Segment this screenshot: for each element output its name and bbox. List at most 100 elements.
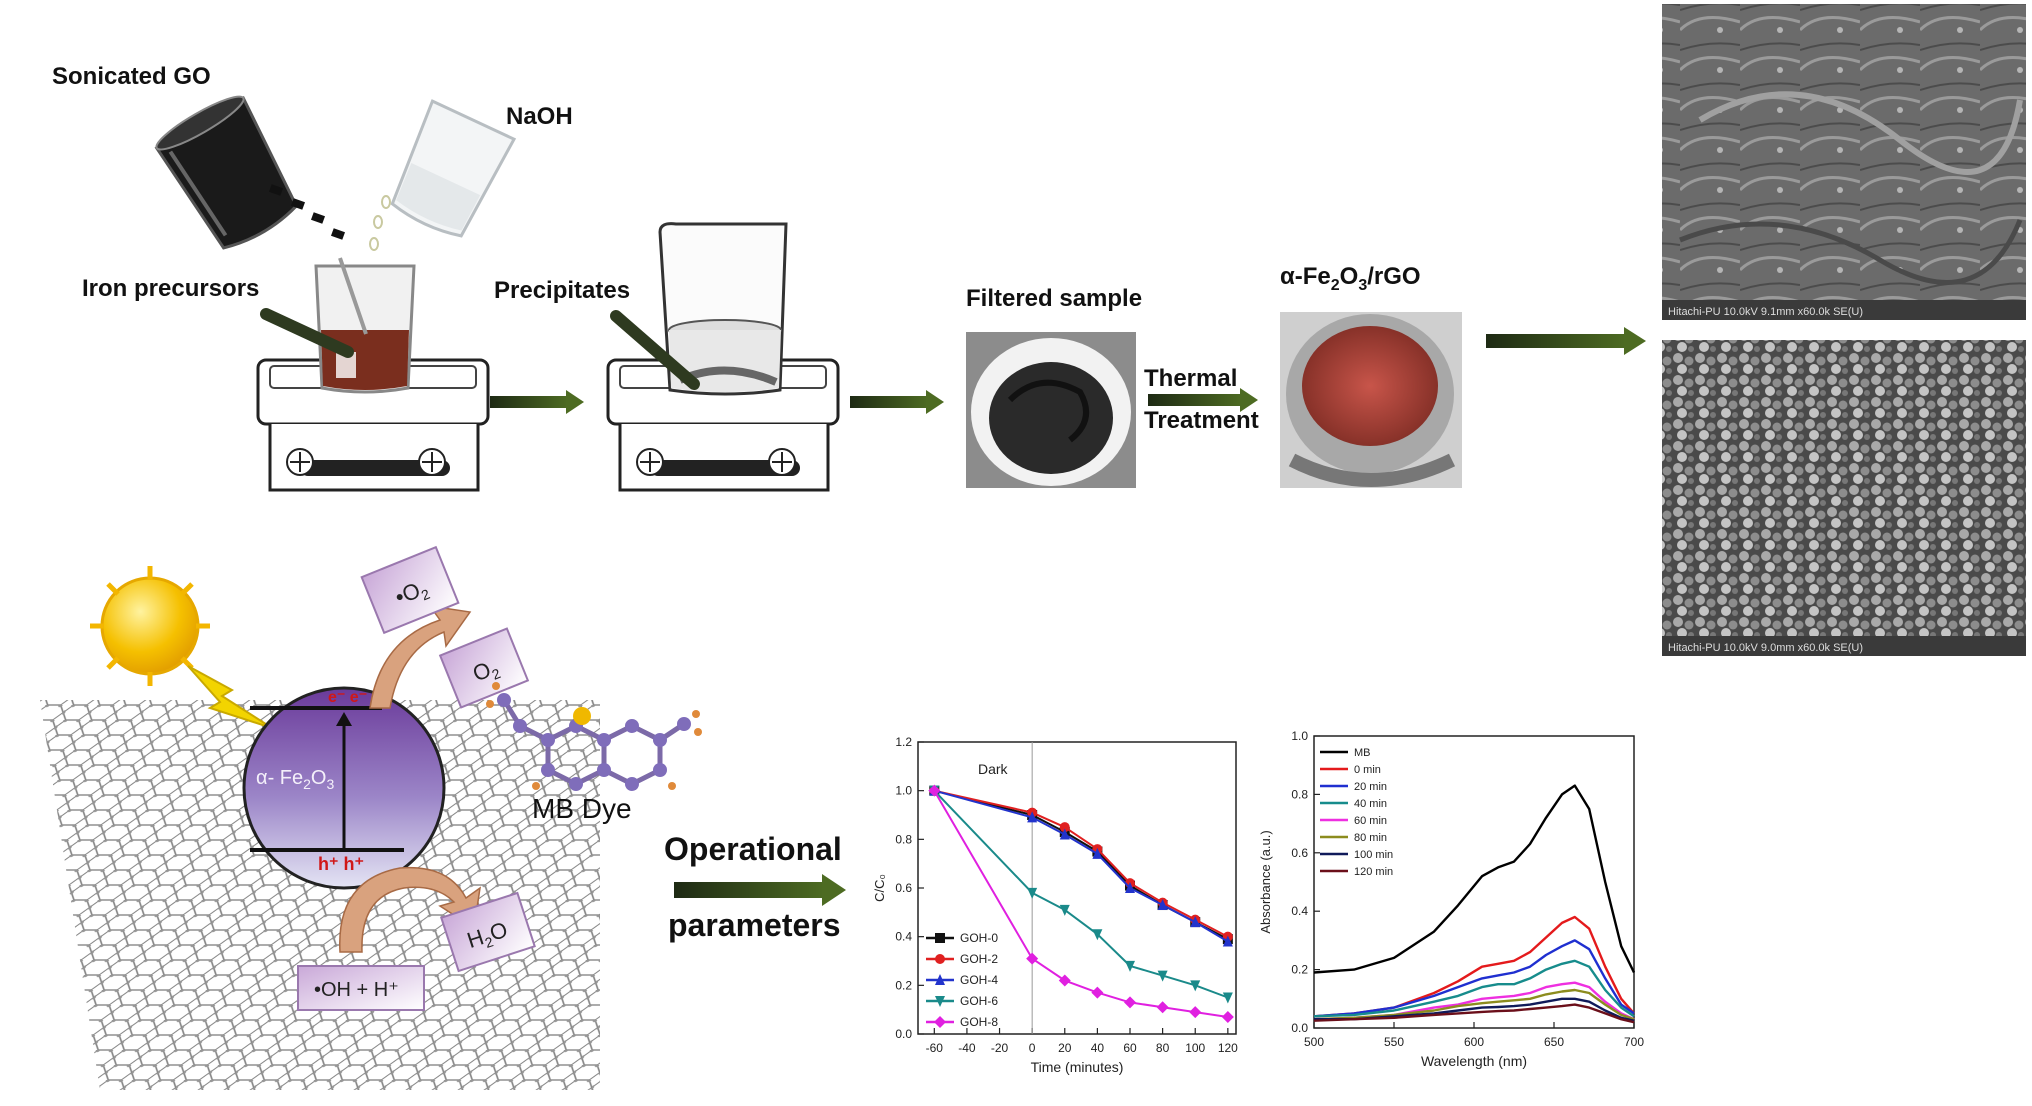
data-point bbox=[1027, 887, 1038, 899]
plot-frame bbox=[917, 741, 1237, 1035]
x-axis-label: Wavelength (nm) bbox=[1421, 1053, 1527, 1069]
data-point bbox=[928, 784, 941, 797]
water-box: H2O bbox=[440, 891, 536, 973]
legend-label: 60 min bbox=[1354, 815, 1387, 827]
sun-rays-icon bbox=[90, 566, 210, 686]
x-tick-label: 40 bbox=[1091, 1041, 1105, 1055]
y-tick-label: 0.0 bbox=[895, 1027, 912, 1041]
legend-label: GOH-8 bbox=[960, 1015, 998, 1029]
x-tick-label: -40 bbox=[958, 1041, 976, 1055]
data-point bbox=[1189, 1006, 1202, 1019]
legend-label: 20 min bbox=[1354, 781, 1387, 793]
legend-label: 0 min bbox=[1354, 764, 1381, 776]
x-tick-label: 650 bbox=[1544, 1035, 1564, 1049]
legend-label: 40 min bbox=[1354, 798, 1387, 810]
y-tick-label: 0.8 bbox=[1291, 787, 1308, 801]
holes-label: h⁺ h⁺ bbox=[318, 854, 364, 874]
data-point bbox=[1026, 952, 1039, 965]
series-line bbox=[1313, 1003, 1635, 1024]
label-filtered-sample: Filtered sample bbox=[966, 285, 1142, 312]
series-line bbox=[1314, 997, 1635, 1022]
data-point bbox=[1222, 992, 1233, 1004]
pointer-iron bbox=[260, 308, 354, 358]
sem-image-top: Hitachi-PU 10.0kV 9.1mm x60.0k SE(U) bbox=[1662, 4, 2026, 320]
label-naoh: NaOH bbox=[506, 103, 573, 130]
sem-image-bottom: Hitachi-PU 10.0kV 9.0mm x60.0k SE(U) bbox=[1662, 340, 2026, 656]
data-point bbox=[1091, 986, 1104, 999]
process-arrow-operational bbox=[674, 874, 846, 906]
data-point bbox=[1190, 916, 1201, 928]
y-tick-label: 0.4 bbox=[895, 930, 912, 944]
x-tick-label: 80 bbox=[1156, 1041, 1170, 1055]
y-tick-label: 0.4 bbox=[1291, 904, 1308, 918]
iron-beaker bbox=[314, 257, 416, 394]
y-tick-label: 1.2 bbox=[895, 735, 912, 749]
y-tick-label: 1.0 bbox=[895, 784, 912, 798]
series-line bbox=[934, 789, 1229, 938]
catalyst-label: α- Fe2O3 bbox=[256, 767, 334, 792]
product-photo bbox=[1280, 312, 1462, 488]
data-point bbox=[1059, 822, 1070, 833]
go-drops bbox=[268, 184, 346, 240]
data-point bbox=[1125, 960, 1135, 972]
x-tick-label: 100 bbox=[1185, 1041, 1205, 1055]
legend-marker bbox=[934, 1016, 946, 1028]
label-operational: Operational bbox=[664, 831, 842, 867]
data-point bbox=[1058, 974, 1071, 987]
x-tick-label: 700 bbox=[1624, 1035, 1644, 1049]
series-line bbox=[933, 790, 1229, 999]
naoh-beaker bbox=[390, 99, 517, 238]
series-line bbox=[934, 789, 1229, 943]
curved-arrow-oxygen bbox=[369, 604, 472, 709]
y-axis-label: C/C₀ bbox=[872, 874, 887, 902]
process-arrow-2 bbox=[850, 390, 944, 414]
y-tick-label: 0.8 bbox=[895, 832, 912, 846]
pointer-precipitate bbox=[610, 310, 700, 390]
label-sonicated-go: Sonicated GO bbox=[52, 63, 211, 90]
plot-frame bbox=[1313, 735, 1635, 1029]
data-point bbox=[1124, 996, 1136, 1009]
x-tick-label: -60 bbox=[926, 1041, 944, 1055]
naoh-drops bbox=[369, 195, 391, 251]
svg-text:•OH + H⁺: •OH + H⁺ bbox=[314, 979, 399, 1001]
legend-label: GOH-0 bbox=[960, 931, 998, 945]
label-product: α-Fe2O3/rGO bbox=[1280, 263, 1421, 294]
y-tick-label: 0.6 bbox=[895, 881, 912, 895]
series-line bbox=[1313, 915, 1635, 1018]
precipitate-beaker bbox=[658, 222, 788, 396]
data-point bbox=[1092, 929, 1103, 941]
data-point bbox=[1157, 970, 1168, 982]
data-point bbox=[1092, 847, 1103, 859]
legend-label: GOH-4 bbox=[960, 973, 998, 987]
data-point bbox=[1190, 980, 1201, 992]
series-line bbox=[1313, 959, 1635, 1018]
curved-arrow-water bbox=[339, 866, 482, 953]
data-point bbox=[1156, 1001, 1169, 1014]
process-arrow-4 bbox=[1486, 327, 1646, 355]
data-point bbox=[1221, 1010, 1234, 1023]
x-tick-label: 0 bbox=[1029, 1041, 1036, 1055]
mb-dye-molecule bbox=[486, 682, 702, 791]
x-tick-label: 550 bbox=[1384, 1035, 1404, 1049]
x-tick-label: 60 bbox=[1123, 1041, 1137, 1055]
label-thermal: Thermal bbox=[1144, 365, 1237, 392]
y-tick-label: 0.0 bbox=[1291, 1021, 1308, 1035]
process-arrow-3 bbox=[1148, 388, 1258, 412]
legend-marker bbox=[935, 996, 945, 1007]
data-point bbox=[1059, 904, 1070, 916]
series-line bbox=[1313, 981, 1635, 1021]
series-line bbox=[1313, 988, 1635, 1021]
series-line bbox=[1313, 939, 1635, 1018]
x-tick-label: 20 bbox=[1058, 1041, 1072, 1055]
y-tick-label: 0.2 bbox=[895, 978, 912, 992]
label-iron-precursors: Iron precursors bbox=[82, 275, 259, 302]
legend-label: MB bbox=[1354, 747, 1371, 759]
filtered-sample-photo bbox=[966, 332, 1136, 488]
sem-top-caption: Hitachi-PU 10.0kV 9.1mm x60.0k SE(U) bbox=[1668, 306, 1863, 318]
x-axis-label: Time (minutes) bbox=[1031, 1059, 1124, 1075]
svg-text:H2O: H2O bbox=[464, 917, 511, 956]
legend-marker bbox=[935, 954, 945, 964]
y-tick-label: 0.6 bbox=[1291, 846, 1308, 860]
